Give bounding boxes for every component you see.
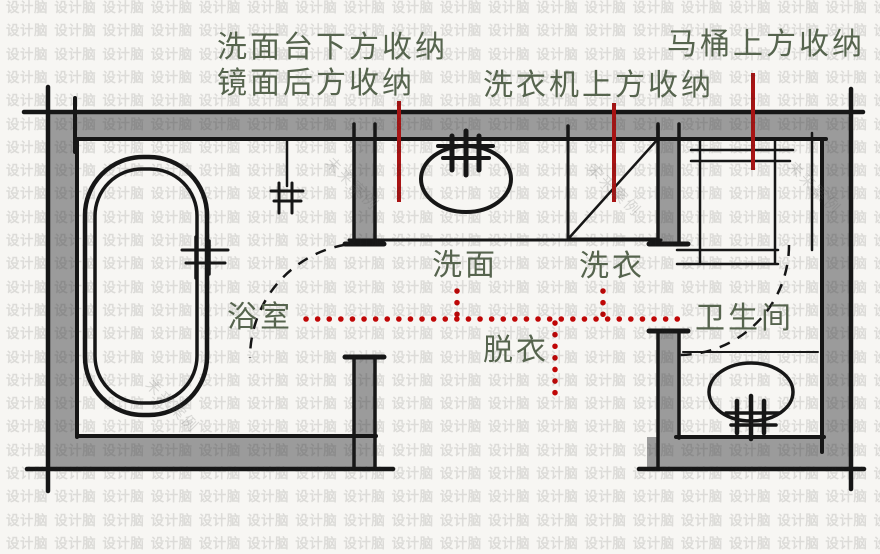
- annotation-lines: [397, 73, 755, 202]
- door-arc-toilet: [678, 244, 791, 357]
- door-arc-bathroom: [248, 241, 366, 359]
- outer-boundary: [21, 84, 867, 494]
- bathtub: [82, 154, 210, 418]
- wall-fills: [50, 113, 851, 468]
- flow-lines: [303, 288, 690, 404]
- tub-faucet-icon: [180, 235, 230, 280]
- partition-walls: [342, 122, 691, 470]
- basin-faucet-icon: [436, 128, 495, 178]
- toilet-tank-icon: [724, 393, 781, 442]
- shower-icon: [269, 137, 305, 215]
- storage-shelves: [675, 131, 819, 353]
